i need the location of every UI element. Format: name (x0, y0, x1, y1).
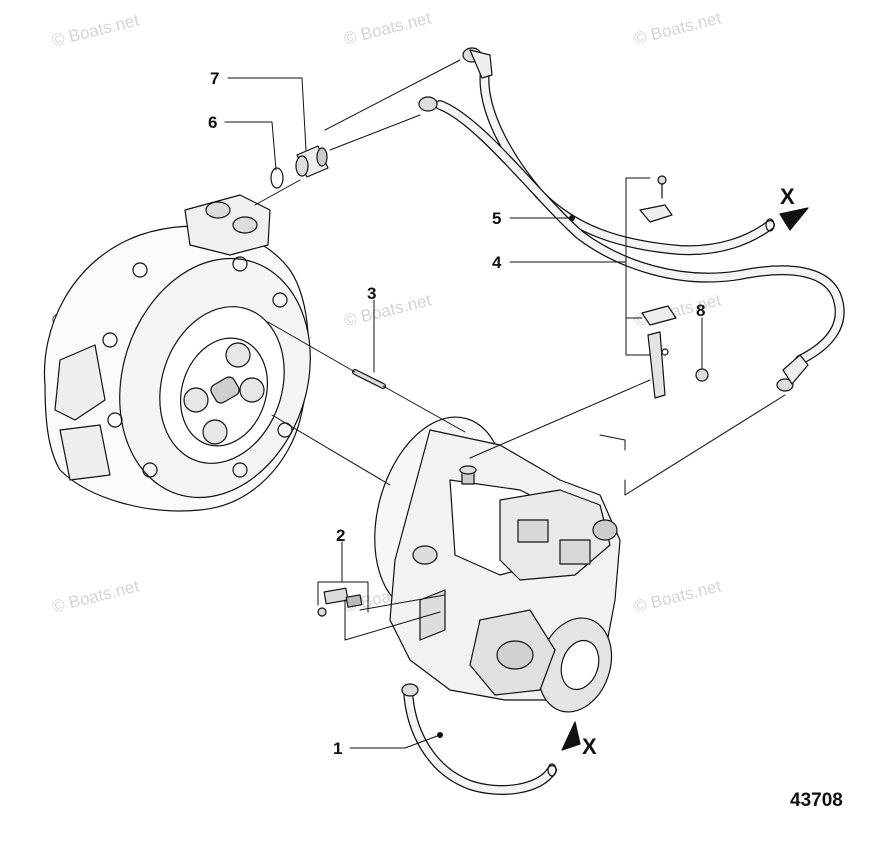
part-2-sensor (317, 587, 363, 617)
connector-arrow-lower (561, 721, 581, 751)
part-6-oring (270, 167, 284, 189)
connector-label-upper: X (780, 184, 795, 209)
callout-7: 7 (210, 69, 220, 88)
part-4-clamp-bracket (639, 175, 709, 399)
callout-8: 8 (696, 301, 706, 320)
leader-lines (224, 77, 703, 749)
bell-housing (43, 194, 311, 512)
connector-arrow-upper (779, 207, 809, 231)
cooler-hoses (401, 47, 845, 795)
callout-1: 1 (333, 739, 343, 758)
part-7-fitting (295, 145, 329, 178)
callout-5: 5 (492, 209, 502, 228)
assembly-lines (254, 59, 786, 641)
callout-6: 6 (208, 113, 218, 132)
figure-number: 43708 (790, 790, 843, 811)
callout-3: 3 (367, 284, 377, 303)
callout-2: 2 (336, 526, 346, 545)
connector-label-lower: X (582, 734, 597, 759)
callout-4: 4 (492, 253, 502, 272)
transmission (374, 416, 621, 713)
